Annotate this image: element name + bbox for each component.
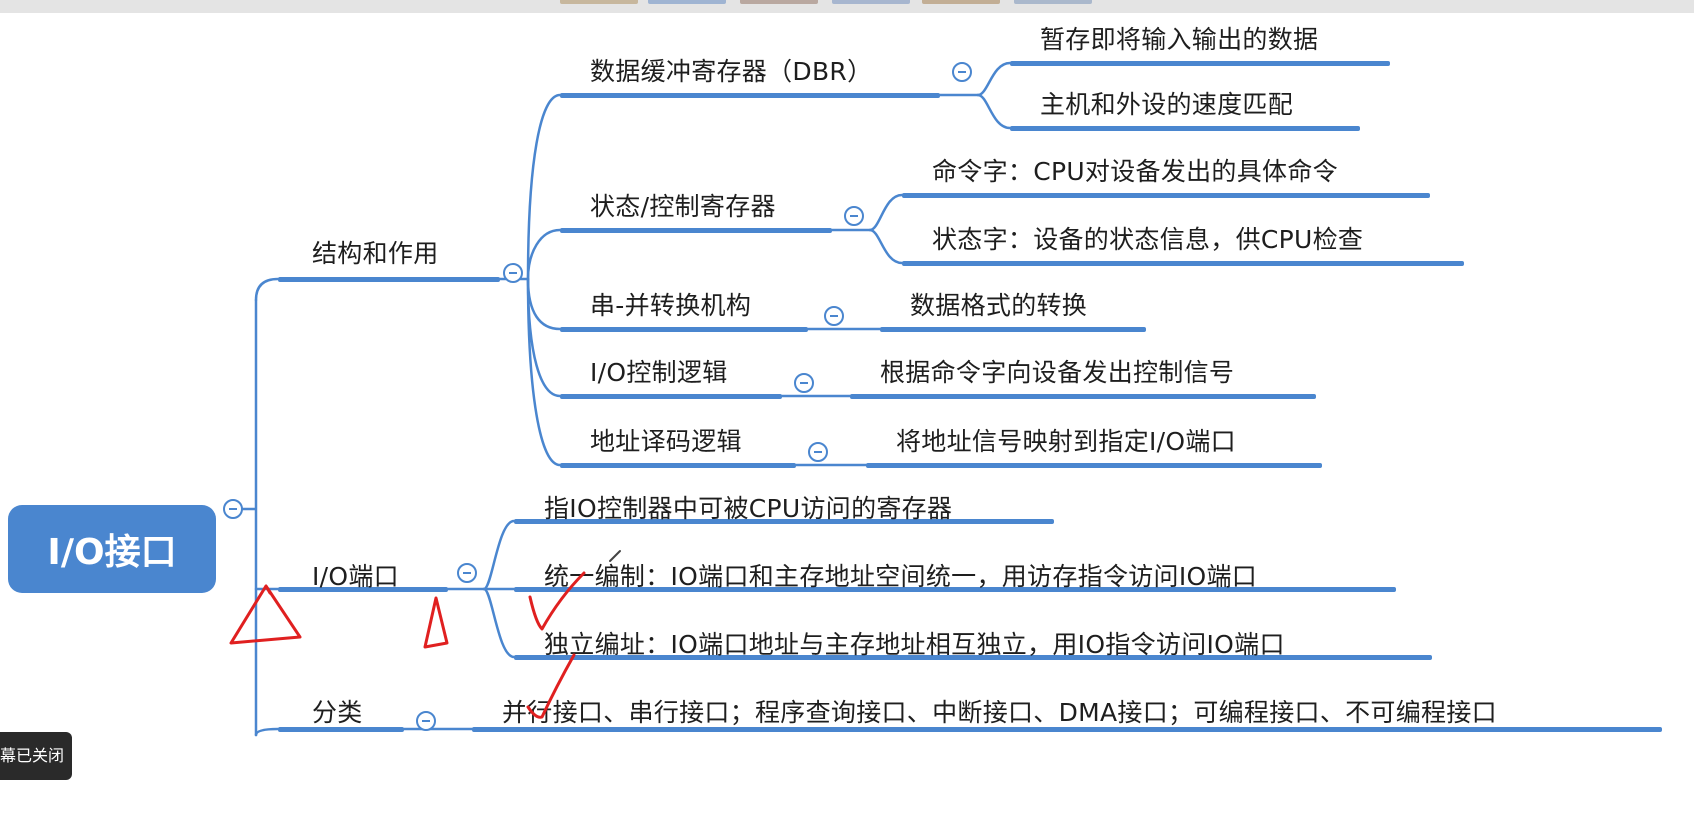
notification-toast: 幕已关闭 xyxy=(0,732,72,780)
node-serial-parallel-detail[interactable]: 数据格式的转换 xyxy=(910,291,1088,320)
node-status-control-label[interactable]: 状态/控制寄存器 xyxy=(590,192,776,221)
mindmap-canvas: I/O接口 结构和作用 数据缓冲寄存器（DBR） 暂存即将输入输出的数据 主机和… xyxy=(0,13,1694,813)
branch-port-label[interactable]: I/O端口 xyxy=(312,562,399,591)
node-io-control-logic-collapse-icon[interactable] xyxy=(794,373,814,393)
window-top-bar xyxy=(0,0,1694,13)
branch-structure-collapse-icon[interactable] xyxy=(503,263,523,283)
port-detail-3[interactable]: 独立编址：IO端口地址与主存地址相互独立，用IO指令访问IO端口 xyxy=(544,630,1285,659)
node-io-control-logic-label[interactable]: I/O控制逻辑 xyxy=(590,358,728,387)
root-node-label: I/O接口 xyxy=(47,532,177,573)
branch-structure-label[interactable]: 结构和作用 xyxy=(312,239,439,268)
node-dbr-detail-2[interactable]: 主机和外设的速度匹配 xyxy=(1040,90,1294,119)
branch-category-label[interactable]: 分类 xyxy=(312,698,363,727)
branch-port-collapse-icon[interactable] xyxy=(457,563,477,583)
node-io-control-logic-detail[interactable]: 根据命令字向设备发出控制信号 xyxy=(880,358,1235,387)
node-dbr-collapse-icon[interactable] xyxy=(952,62,972,82)
port-detail-2[interactable]: 统一编制：IO端口和主存地址空间统一，用访存指令访问IO端口 xyxy=(544,562,1258,591)
node-status-control-detail-2[interactable]: 状态字：设备的状态信息，供CPU检查 xyxy=(932,225,1364,254)
node-address-decode-collapse-icon[interactable] xyxy=(808,442,828,462)
node-address-decode-detail[interactable]: 将地址信号映射到指定I/O端口 xyxy=(896,427,1236,456)
tab-thumbnail[interactable] xyxy=(922,0,1000,4)
root-node[interactable]: I/O接口 xyxy=(8,505,216,593)
root-collapse-icon[interactable] xyxy=(223,499,243,519)
node-address-decode-label[interactable]: 地址译码逻辑 xyxy=(590,427,742,456)
branch-category-collapse-icon[interactable] xyxy=(416,711,436,731)
node-serial-parallel-label[interactable]: 串-并转换机构 xyxy=(590,291,752,320)
node-dbr-label[interactable]: 数据缓冲寄存器（DBR） xyxy=(590,57,873,86)
mindmap-connectors xyxy=(238,61,1662,737)
node-dbr-detail-1[interactable]: 暂存即将输入输出的数据 xyxy=(1040,25,1319,54)
node-serial-parallel-collapse-icon[interactable] xyxy=(824,306,844,326)
node-status-control-detail-1[interactable]: 命令字：CPU对设备发出的具体命令 xyxy=(932,157,1338,186)
category-detail[interactable]: 并行接口、串行接口；程序查询接口、中断接口、DMA接口；可编程接口、不可编程接口 xyxy=(502,698,1497,727)
tab-thumbnail[interactable] xyxy=(1014,0,1092,4)
tab-thumbnail[interactable] xyxy=(740,0,818,4)
tab-thumbnail[interactable] xyxy=(648,0,726,4)
port-detail-1[interactable]: 指IO控制器中可被CPU访问的寄存器 xyxy=(544,494,953,523)
tab-thumbnail[interactable] xyxy=(832,0,910,4)
tab-thumbnail[interactable] xyxy=(560,0,638,4)
node-status-control-collapse-icon[interactable] xyxy=(844,206,864,226)
